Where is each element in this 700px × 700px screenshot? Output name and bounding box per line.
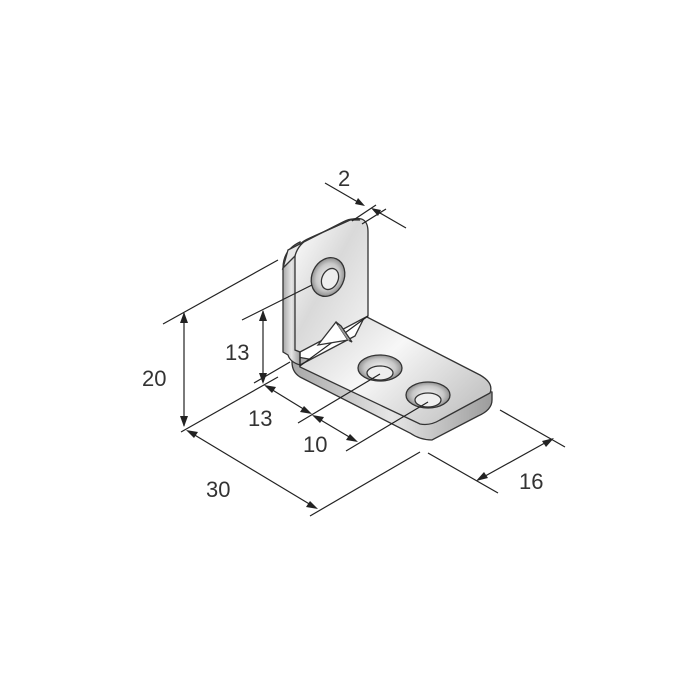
label-spacing-10: 10 xyxy=(303,432,327,457)
label-length-30: 30 xyxy=(206,477,230,502)
dim-width-16 xyxy=(427,409,566,494)
label-offset-13: 13 xyxy=(248,406,272,431)
dim-height-20 xyxy=(180,312,188,427)
label-height-13: 13 xyxy=(225,340,249,365)
dim-offset-13 xyxy=(264,373,381,424)
dim-thickness xyxy=(324,182,407,229)
label-thickness: 2 xyxy=(338,166,350,191)
dimension-lines xyxy=(162,182,566,517)
label-width-16: 16 xyxy=(519,469,543,494)
top-edge xyxy=(281,218,361,271)
bracket-body xyxy=(281,217,493,441)
gusset-rib xyxy=(316,320,353,346)
dim-height-13 xyxy=(259,310,267,384)
dimension-labels: 2 20 13 13 10 30 16 xyxy=(142,166,543,502)
dim-spacing-10 xyxy=(312,401,429,452)
dim-length-30 xyxy=(186,430,421,517)
hole-base-1 xyxy=(357,354,403,382)
label-height-20: 20 xyxy=(142,366,166,391)
hole-base-2 xyxy=(405,381,451,409)
hole-vertical xyxy=(310,257,346,297)
